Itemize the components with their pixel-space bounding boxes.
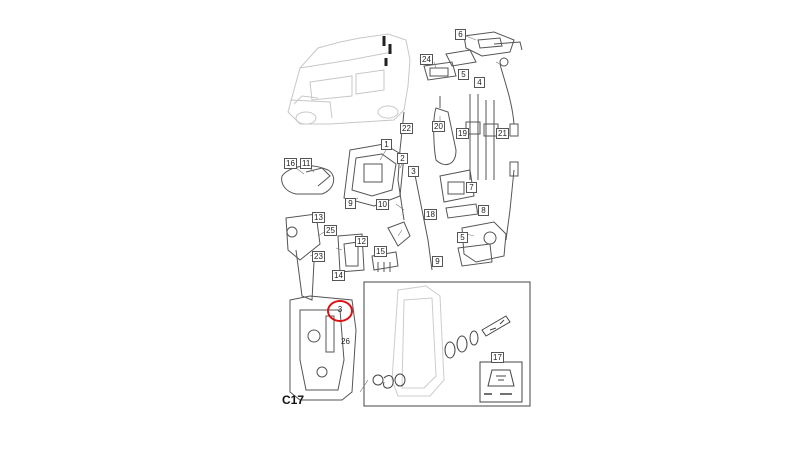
callout-26: 26 [341,337,350,346]
callout-18: 18 [424,209,437,220]
highlighted-callout-number: 3 [337,305,343,314]
callout-14: 14 [332,270,345,281]
callout-19: 19 [456,128,469,139]
callout-7: 7 [466,182,477,193]
callout-9-mid: 9 [345,198,356,209]
van-illustration [287,33,411,125]
callout-13: 13 [312,212,325,223]
callout-23: 23 [312,251,325,262]
callout-21: 21 [496,128,509,139]
callout-25: 25 [324,225,337,236]
callout-12: 12 [355,236,368,247]
callout-6: 6 [455,29,466,40]
highlight-circle-callout-3[interactable]: 3 [327,300,353,322]
van-lock-markers [382,36,392,66]
callout-15: 15 [374,246,387,257]
callout-24: 24 [420,54,433,65]
mid-parts [281,111,507,301]
callout-1: 1 [381,139,392,150]
callout-2: 2 [397,153,408,164]
callout-8: 8 [478,205,489,216]
callout-4: 4 [474,77,485,88]
callout-3-top: 3 [408,166,419,177]
detail-box [363,281,531,407]
callout-16: 16 [284,158,297,169]
page-code: C17 [282,393,305,407]
callout-20: 20 [432,121,445,132]
callout-10: 10 [376,199,389,210]
callout-5-top: 5 [458,69,469,80]
callout-11: 11 [300,158,313,169]
callout-9-low: 9 [432,256,443,267]
leader-lines [295,35,501,393]
callout-22: 22 [400,123,413,134]
callout-5-mid: 5 [457,232,468,243]
callout-17: 17 [491,352,504,363]
